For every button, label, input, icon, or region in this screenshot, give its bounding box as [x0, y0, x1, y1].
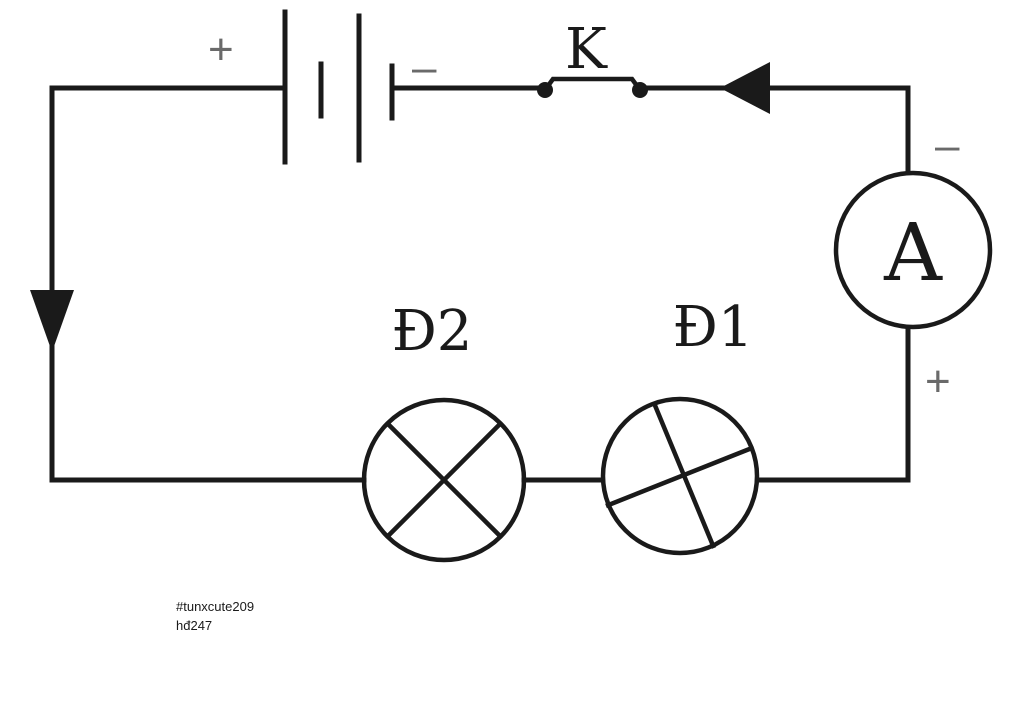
ammeter: A – +	[833, 121, 993, 406]
lamp-d1-cross-2	[605, 445, 753, 509]
note-line-1: #tunxcute209	[176, 599, 255, 614]
lamp-d1: Đ1	[600, 295, 760, 556]
lamp-d1-label: Đ1	[673, 295, 754, 360]
switch-bar	[543, 76, 642, 92]
watermark-notes: #tunxcute209 hđ247	[176, 597, 254, 635]
lamp-d2: Đ2	[361, 299, 527, 563]
note-line-2: hđ247	[176, 618, 213, 633]
ammeter-plus-sign: +	[925, 357, 951, 406]
wires	[49, 85, 911, 483]
ammeter-letter: A	[883, 206, 943, 299]
ammeter-minus-sign: –	[935, 121, 960, 170]
switch-k: K	[537, 17, 648, 98]
ammeter-circle	[833, 170, 993, 330]
lamp-d1-circle	[600, 396, 760, 556]
lamp-d2-label: Đ2	[392, 299, 473, 364]
battery-plus-sign: +	[208, 25, 234, 74]
lamp-d2-circle	[361, 397, 527, 563]
switch-label: K	[565, 17, 608, 82]
lamp-d2-cross-2	[386, 422, 502, 538]
current-arrow-top-icon	[720, 62, 770, 114]
battery: + –	[208, 9, 437, 165]
current-arrow-left-icon	[30, 290, 74, 352]
battery-minus-sign: –	[412, 43, 437, 92]
